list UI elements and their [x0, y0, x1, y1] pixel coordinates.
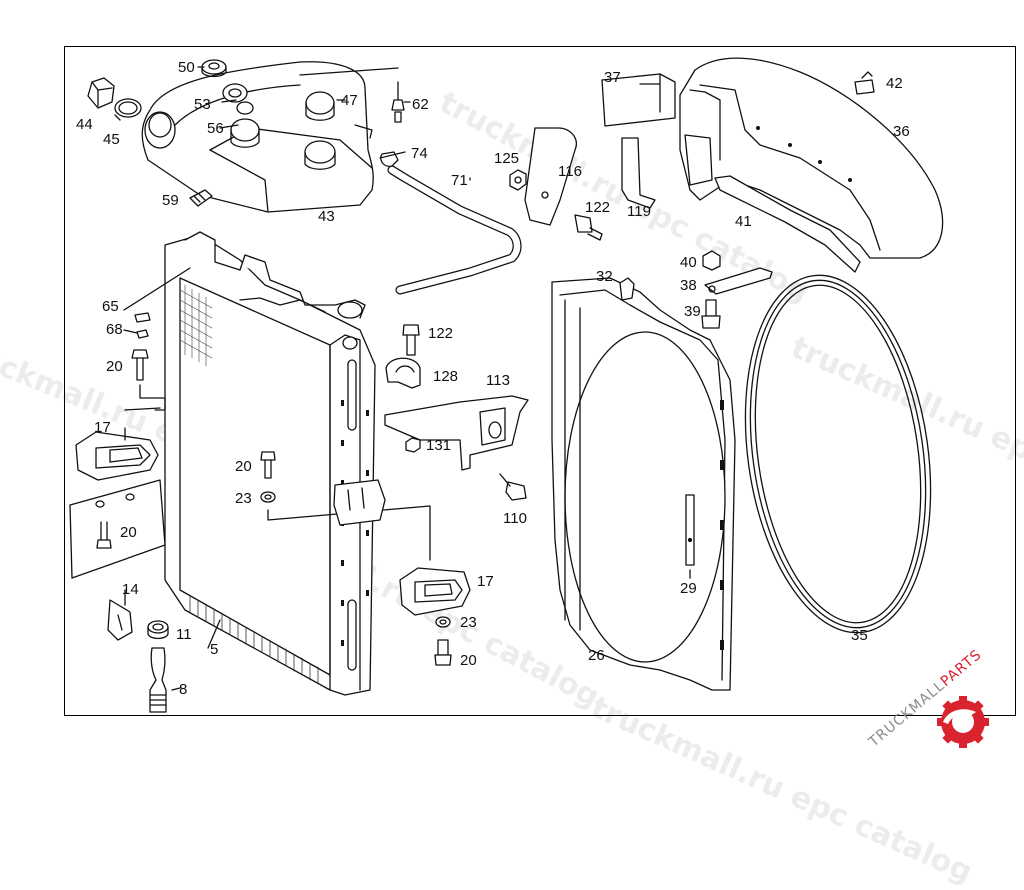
- callout-42[interactable]: 42: [886, 75, 903, 92]
- fitting-part[interactable]: [854, 71, 875, 95]
- callout-128[interactable]: 128: [433, 368, 459, 385]
- callout-17-left[interactable]: 17: [94, 419, 111, 436]
- callout-35[interactable]: 35: [851, 627, 868, 644]
- callout-45[interactable]: 45: [103, 131, 120, 148]
- bracket-part[interactable]: [601, 73, 676, 127]
- bolt-part[interactable]: [701, 299, 721, 329]
- strap-part[interactable]: [704, 267, 773, 295]
- bolt-part[interactable]: [402, 324, 420, 356]
- callout-23-center[interactable]: 23: [235, 490, 252, 507]
- bolt-part[interactable]: [260, 451, 276, 479]
- bolt-part[interactable]: [131, 349, 149, 381]
- callout-23-bottom[interactable]: 23: [460, 614, 477, 631]
- callout-113[interactable]: 113: [486, 372, 510, 389]
- fitting-part[interactable]: [189, 189, 213, 207]
- callout-29[interactable]: 29: [680, 580, 697, 597]
- callout-122-mid[interactable]: 122: [428, 325, 454, 342]
- callout-50[interactable]: 50: [178, 59, 195, 76]
- rubber-mount-part[interactable]: [75, 431, 159, 481]
- callout-116[interactable]: 116: [558, 163, 582, 180]
- callout-36[interactable]: 36: [893, 123, 910, 140]
- callout-131[interactable]: 131: [426, 437, 452, 454]
- washer-part[interactable]: [134, 312, 151, 323]
- rubber-mount-part[interactable]: [399, 567, 471, 616]
- fan-shroud-part[interactable]: [551, 277, 736, 691]
- callout-65[interactable]: 65: [102, 298, 119, 315]
- washer-part[interactable]: [260, 491, 276, 503]
- truckmall-parts-logo: TRUCKMALLPARTS: [858, 647, 1024, 750]
- callout-14[interactable]: 14: [122, 581, 139, 598]
- nut-part[interactable]: [702, 250, 721, 271]
- clamp-part[interactable]: [385, 357, 421, 389]
- bracket-part[interactable]: [69, 479, 166, 579]
- callout-5[interactable]: 5: [210, 641, 219, 658]
- callout-71[interactable]: 71: [451, 172, 468, 189]
- bracket-part[interactable]: [621, 137, 656, 209]
- seal-part[interactable]: [147, 620, 169, 640]
- callout-68[interactable]: 68: [106, 321, 123, 338]
- callout-41[interactable]: 41: [735, 213, 752, 230]
- drain-bracket-part[interactable]: [107, 599, 133, 641]
- fan-cover-part[interactable]: [679, 57, 944, 259]
- gear-icon: [937, 696, 989, 748]
- callout-59[interactable]: 59: [162, 192, 179, 209]
- expansion-tank-part[interactable]: [141, 61, 374, 213]
- bolt-part[interactable]: [434, 639, 452, 666]
- callout-40[interactable]: 40: [680, 254, 697, 271]
- nut-part[interactable]: [405, 437, 421, 453]
- callout-38[interactable]: 38: [680, 277, 697, 294]
- fan-ring-part[interactable]: [724, 263, 952, 645]
- bracket-part[interactable]: [333, 479, 386, 526]
- cap-part[interactable]: [87, 77, 115, 109]
- callout-20-lower[interactable]: 20: [120, 524, 137, 541]
- callout-20-upper[interactable]: 20: [106, 358, 123, 375]
- callout-39[interactable]: 39: [684, 303, 701, 320]
- washer-part[interactable]: [136, 329, 149, 339]
- callout-125[interactable]: 125: [494, 150, 520, 167]
- radiator-part[interactable]: [164, 231, 376, 696]
- bolt-part[interactable]: [574, 214, 603, 241]
- callout-56[interactable]: 56: [207, 120, 224, 137]
- callout-20-bottom[interactable]: 20: [460, 652, 477, 669]
- callout-11[interactable]: 11: [176, 626, 192, 643]
- callout-62[interactable]: 62: [412, 96, 429, 113]
- drain-plug-part[interactable]: [149, 647, 167, 713]
- clip-part[interactable]: [619, 277, 635, 301]
- parts-diagram: truckmall.ru epc catalog truckmall.ru ep…: [0, 46, 1024, 890]
- nut-part[interactable]: [509, 169, 527, 191]
- callout-37[interactable]: 37: [604, 69, 621, 86]
- callout-110[interactable]: 110: [503, 510, 527, 527]
- callout-44[interactable]: 44: [76, 116, 93, 133]
- callout-20-center[interactable]: 20: [235, 458, 252, 475]
- callout-32[interactable]: 32: [596, 268, 613, 285]
- bracket-part[interactable]: [524, 127, 577, 226]
- hose-clamp-part[interactable]: [380, 151, 399, 167]
- callout-17-right[interactable]: 17: [477, 573, 494, 590]
- diagram-artwork: [69, 57, 952, 713]
- callout-43[interactable]: 43: [318, 208, 335, 225]
- callout-53[interactable]: 53: [194, 96, 211, 113]
- bolt-part[interactable]: [96, 521, 112, 549]
- sensor-part[interactable]: [391, 81, 405, 123]
- callout-26[interactable]: 26: [588, 647, 605, 664]
- seal-strip-part[interactable]: [714, 175, 861, 273]
- washer-part[interactable]: [435, 616, 451, 628]
- bracket-plate-part[interactable]: [384, 395, 529, 471]
- callout-119[interactable]: 119: [627, 203, 651, 220]
- callout-122-top[interactable]: 122: [585, 199, 611, 216]
- callout-74[interactable]: 74: [411, 145, 428, 162]
- hose-part[interactable]: [387, 165, 522, 295]
- seal-ring-part[interactable]: [114, 98, 142, 118]
- diagram-frame: [64, 46, 1016, 716]
- callout-8[interactable]: 8: [179, 681, 188, 698]
- callout-47[interactable]: 47: [341, 92, 358, 109]
- screw-part[interactable]: [499, 473, 527, 501]
